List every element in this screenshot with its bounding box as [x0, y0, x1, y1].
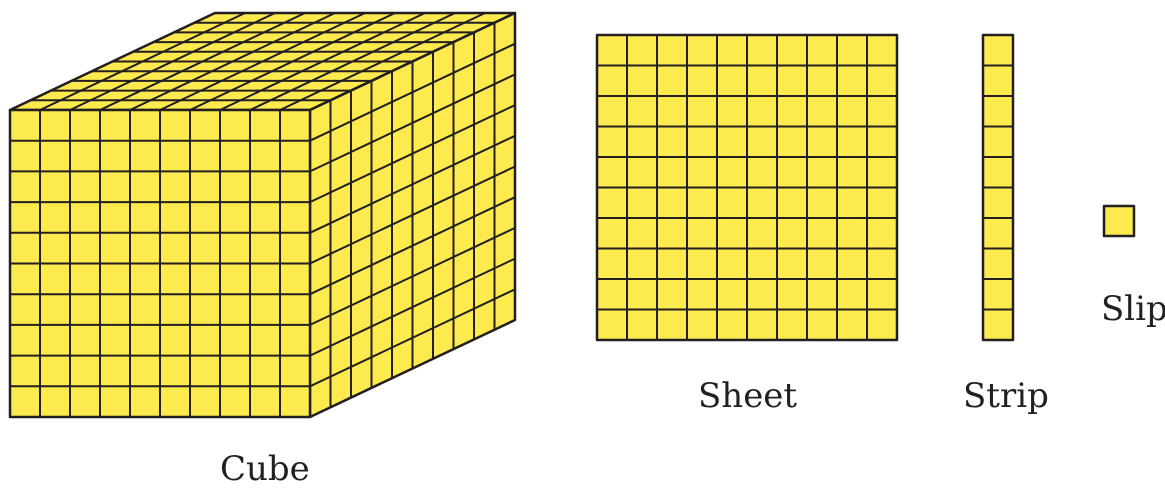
slip-face — [1102, 204, 1136, 238]
cube-side-gridline — [309, 134, 516, 234]
slip-label: Slip — [1101, 289, 1165, 329]
cube-side-gridline — [309, 226, 516, 326]
cube-side-gridline — [309, 196, 516, 296]
sheet-label: Sheet — [698, 376, 798, 416]
cube-block — [8, 11, 517, 419]
sheet-block — [595, 33, 899, 342]
cube-side-gridline — [309, 73, 516, 173]
slip-block — [1102, 204, 1136, 238]
cube-side-gridline — [309, 165, 516, 265]
cube-label: Cube — [220, 449, 310, 489]
cube-side-gridline — [309, 42, 516, 142]
strip-block — [981, 33, 1015, 342]
cube-side-gridline — [309, 104, 516, 204]
cube-side-gridline — [309, 257, 516, 357]
cube-side-gridline — [309, 288, 516, 388]
strip-label: Strip — [963, 376, 1049, 416]
